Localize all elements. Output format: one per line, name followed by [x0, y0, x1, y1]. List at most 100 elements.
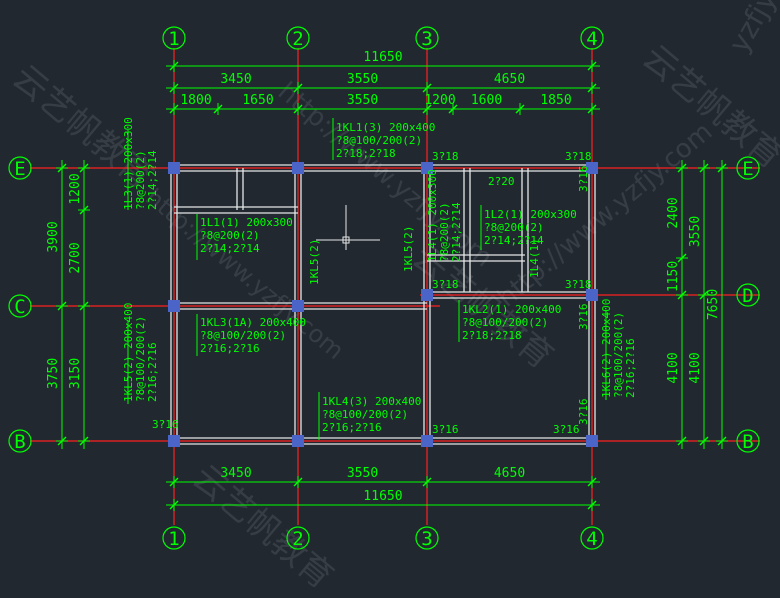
dim-right-total-slash0 — [717, 163, 727, 173]
dim-right-a-slash0 — [677, 163, 687, 173]
dim-left-a-text0: 1200 — [68, 173, 83, 204]
dim-top-total-slash0 — [169, 61, 179, 71]
dim-bot-bays-slash2 — [422, 477, 432, 487]
annot-l4-line1: ?8@200(2) — [438, 202, 451, 262]
dim-right-a-text1: 1150 — [666, 261, 681, 292]
dim-right-a-slash3 — [677, 436, 687, 446]
dim-top-bays-text1: 3550 — [347, 72, 378, 87]
dim-top-bays-slash2 — [422, 83, 432, 93]
dim-left-b-text0: 3900 — [46, 221, 61, 252]
annot-kl3-line1: ?8@100/200(2) — [200, 329, 286, 342]
column-0 — [168, 162, 180, 174]
rebar-316-r1: 3?16 — [577, 166, 590, 193]
column-1 — [292, 162, 304, 174]
rebar-318-top2: 3?18 — [565, 150, 592, 163]
dim-top-sub-text0: 1800 — [180, 93, 211, 108]
bubble-left-B-label: B — [14, 431, 25, 453]
dim-right-b-slash2 — [699, 436, 709, 446]
annot-kl1-line0: 1KL1(3) 200x400 — [336, 121, 435, 134]
dim-top-total-slash1 — [587, 61, 597, 71]
bubble-right-D-label: D — [742, 285, 753, 307]
bubble-left-E-circle — [8, 156, 32, 180]
dim-left-b-slash0 — [57, 163, 67, 173]
dim-bot-bays-text0: 3450 — [220, 466, 251, 481]
dim-top-sub-slash0 — [169, 104, 179, 114]
bubble-top-3-circle — [415, 26, 439, 50]
dim-right-b-slash1 — [699, 290, 709, 300]
rebar-318-mid2: 3?18 — [565, 278, 592, 291]
dim-top-sub-text5: 1850 — [540, 93, 571, 108]
annot-l4-line0: 1L4(1) 200x300 — [426, 169, 439, 262]
dim-right-a-slash1 — [677, 253, 687, 263]
bubble-top-1-label: 1 — [168, 28, 179, 50]
dim-top-sub-slash2 — [293, 104, 303, 114]
dim-left-b-text1: 3750 — [46, 358, 61, 389]
rebar-220: 2?20 — [488, 175, 515, 188]
dim-bot-bays-text1: 3550 — [347, 466, 378, 481]
bubble-top-3-label: 3 — [421, 28, 432, 50]
rebar-316-r2: 3?16 — [577, 304, 590, 331]
dim-right-a-text2: 4100 — [666, 352, 681, 383]
ucs-box — [342, 236, 350, 244]
column-4 — [292, 300, 304, 312]
dim-top-sub-slash4 — [448, 104, 458, 114]
dim-bot-bays-slash1 — [293, 477, 303, 487]
dim-top-sub-slash1 — [213, 104, 223, 114]
annot-kl5-line1: ?8@100/200(2) — [134, 316, 147, 402]
dim-left-a-text1: 2700 — [68, 242, 83, 273]
column-9 — [421, 435, 433, 447]
annot-kl1-line2: 2?18;2?18 — [336, 147, 396, 160]
annot-kl6-line1: ?8@100/200(2) — [612, 312, 625, 398]
dim-top-total-text0: 11650 — [363, 50, 402, 65]
dim-top-bays-slash3 — [587, 83, 597, 93]
bubble-bot-3-label: 3 — [421, 528, 432, 550]
annot-l4-short: 1L4(1) — [528, 238, 541, 278]
bubble-left-E-label: E — [14, 158, 25, 180]
column-8 — [292, 435, 304, 447]
dim-top-sub-slash6 — [587, 104, 597, 114]
bubble-right-B-circle — [736, 429, 760, 453]
annot-kl5-short2: 1KL5(2) — [402, 226, 415, 272]
bubble-left-B-circle — [8, 429, 32, 453]
dim-top-bays-slash1 — [293, 83, 303, 93]
dim-right-a-text0: 2400 — [666, 197, 681, 228]
dim-right-b-text1: 4100 — [688, 352, 703, 383]
bubble-bot-3-circle — [415, 526, 439, 550]
dim-left-b-slash1 — [57, 301, 67, 311]
dim-top-bays-text2: 4650 — [494, 72, 525, 87]
rebar-316-b3: 3?16 — [553, 423, 580, 436]
bubble-top-1-circle — [162, 26, 186, 50]
annot-kl1-line1: ?8@100/200(2) — [336, 134, 422, 147]
annot-l3-line1: ?8@200(2) — [134, 150, 147, 210]
column-2 — [586, 162, 598, 174]
dim-top-sub-slash5 — [515, 104, 525, 114]
annot-kl2-line2: 2?18;2?18 — [462, 329, 522, 342]
dim-top-sub-text1: 1650 — [242, 93, 273, 108]
annot-kl2-line1: ?8@100/200(2) — [462, 316, 548, 329]
annot-l1-line1: ?8@200(2) — [200, 229, 260, 242]
annot-l3-line2: 2?14;2?14 — [146, 150, 159, 210]
annot-kl3-line2: 2?16;2?16 — [200, 342, 260, 355]
bubble-bot-4-circle — [580, 526, 604, 550]
dim-bot-bays-slash3 — [587, 477, 597, 487]
annot-l2-line1: ?8@200(2) — [484, 221, 544, 234]
bubble-top-2-circle — [286, 26, 310, 50]
dim-bot-bays-slash0 — [169, 477, 179, 487]
dim-left-a-slash0 — [79, 163, 89, 173]
dim-top-bays-slash0 — [169, 83, 179, 93]
dim-bot-total-text0: 11650 — [363, 489, 402, 504]
dim-right-b-text0: 3550 — [688, 216, 703, 247]
dim-left-a-text2: 3150 — [68, 358, 83, 389]
dim-top-bays-text0: 3450 — [220, 72, 251, 87]
bubble-left-C-circle — [8, 294, 32, 318]
column-7 — [168, 435, 180, 447]
annot-l4-line2: 2?14;2?14 — [450, 202, 463, 262]
rebar-316-b2: 3?16 — [432, 423, 459, 436]
rebar-316-b1: 3?16 — [152, 418, 179, 431]
annot-l2-line0: 1L2(1) 200x300 — [484, 208, 577, 221]
rebar-316-r3: 3?16 — [577, 399, 590, 426]
bubble-right-D-circle — [736, 283, 760, 307]
dim-left-b-slash2 — [57, 436, 67, 446]
annot-kl2-line0: 1KL2(1) 200x400 — [462, 303, 561, 316]
dim-left-a-slash2 — [79, 301, 89, 311]
